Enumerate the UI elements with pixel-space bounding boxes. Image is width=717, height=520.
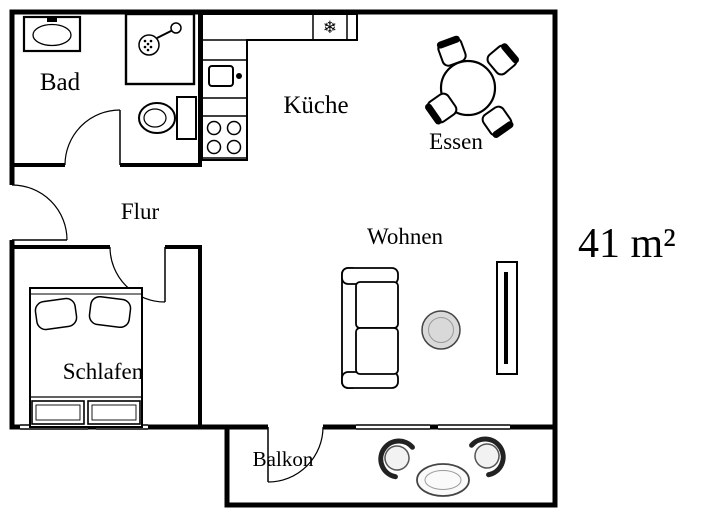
kitchen-sink-basin bbox=[208, 65, 234, 87]
shower-head-icon bbox=[138, 34, 160, 56]
bed-pillow bbox=[88, 295, 132, 329]
kitchen-tap-icon bbox=[236, 73, 242, 79]
coffee-table-inner bbox=[428, 317, 454, 343]
kitchen-fixtures: ❄ bbox=[201, 13, 358, 161]
balcony-armchair bbox=[469, 436, 506, 478]
shower-spray-dots bbox=[143, 39, 153, 52]
doors bbox=[11, 109, 324, 483]
bathroom-fixtures bbox=[22, 12, 197, 140]
freezer-icon: ❄ bbox=[323, 18, 337, 38]
chair-backrest bbox=[425, 103, 442, 125]
balcony-furniture bbox=[378, 436, 506, 497]
bed-foot-panel bbox=[31, 400, 85, 425]
dining-chair bbox=[486, 43, 520, 76]
bed-foot-panel-inner bbox=[91, 404, 137, 421]
label-wohnen: Wohnen bbox=[367, 224, 444, 249]
dining-set bbox=[425, 35, 520, 138]
door-bad-swing-arc bbox=[64, 109, 121, 166]
tv-sideboard bbox=[496, 261, 518, 375]
label-kueche: Küche bbox=[283, 92, 348, 119]
shower bbox=[124, 12, 196, 86]
toilet-cistern bbox=[176, 96, 197, 140]
toilet-bowl-inner bbox=[143, 108, 167, 128]
bed-pillow bbox=[34, 297, 78, 331]
sofa-cushion bbox=[355, 281, 399, 329]
armchair-seat bbox=[384, 445, 410, 471]
chair-backrest bbox=[501, 43, 520, 64]
area-label: 41 m² bbox=[578, 221, 676, 267]
chair-backrest bbox=[492, 121, 514, 138]
dining-chair bbox=[481, 105, 514, 138]
stove-burner bbox=[206, 120, 222, 136]
door-schlafen-swing-arc bbox=[109, 246, 166, 303]
washbasin-tap-icon bbox=[47, 17, 57, 22]
label-essen: Essen bbox=[429, 129, 483, 154]
label-balkon: Balkon bbox=[253, 447, 314, 471]
kitchen-sink bbox=[202, 59, 247, 99]
shower-valve-icon bbox=[170, 22, 182, 34]
chair-backrest bbox=[436, 35, 460, 49]
balcony-table bbox=[416, 463, 470, 497]
label-bad: Bad bbox=[40, 69, 81, 96]
stove-burner bbox=[226, 139, 242, 155]
sofa-cushion bbox=[355, 327, 399, 375]
door-entrance-swing-arc bbox=[11, 184, 68, 241]
stove-burner bbox=[226, 120, 242, 136]
living-furniture bbox=[341, 261, 518, 389]
dining-table bbox=[439, 59, 497, 117]
coffee-table bbox=[421, 310, 461, 350]
bed-foot-panel-inner bbox=[35, 404, 81, 421]
balcony-armchair bbox=[378, 438, 415, 480]
armchair-back bbox=[469, 436, 506, 478]
dining-chair bbox=[425, 92, 458, 125]
door-schlafen bbox=[109, 246, 166, 303]
double-bed bbox=[29, 287, 143, 428]
door-bad bbox=[64, 109, 121, 166]
shower-arm bbox=[156, 29, 174, 39]
stove bbox=[202, 115, 247, 159]
bed-foot-panel bbox=[87, 400, 141, 425]
door-balkon bbox=[267, 426, 324, 483]
shower-tray bbox=[124, 12, 196, 86]
armchair-seat bbox=[474, 443, 500, 469]
door-balkon-swing-arc bbox=[267, 426, 324, 483]
stove-burner bbox=[206, 139, 222, 155]
inner-walls bbox=[10, 10, 202, 429]
armchair-back bbox=[378, 438, 415, 480]
balcony-walls bbox=[224, 425, 558, 508]
washbasin bbox=[22, 15, 82, 53]
tv-screen-icon bbox=[504, 272, 508, 364]
balcony-table-inner bbox=[424, 470, 462, 490]
washbasin-bowl bbox=[32, 23, 72, 47]
sofa bbox=[341, 267, 399, 389]
toilet bbox=[138, 96, 197, 140]
dining-chair bbox=[436, 35, 467, 67]
label-flur: Flur bbox=[121, 199, 160, 224]
door-entrance bbox=[11, 184, 68, 241]
label-schlafen: Schlafen bbox=[63, 359, 144, 384]
